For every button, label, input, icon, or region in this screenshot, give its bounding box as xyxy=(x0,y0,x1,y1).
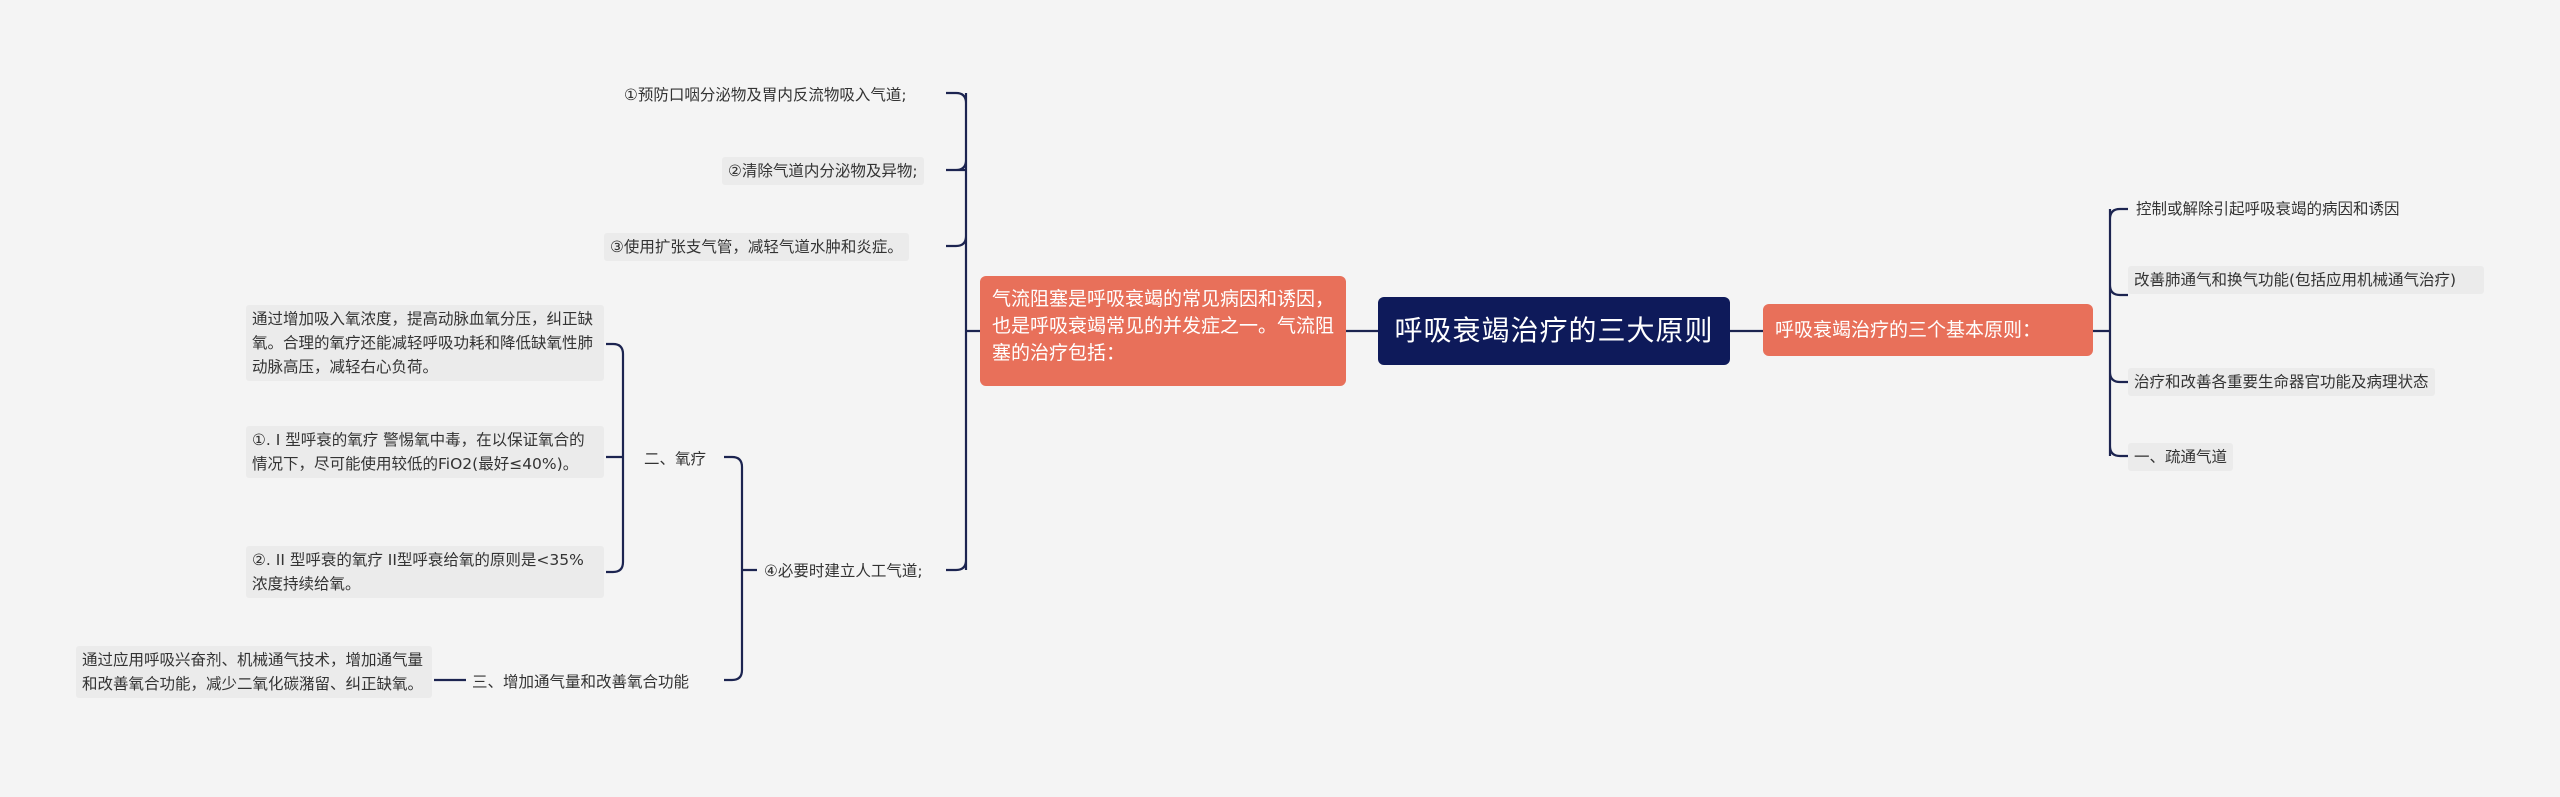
ventilation-desc[interactable]: 通过应用呼吸兴奋剂、机械通气技术，增加通气量和改善氧合功能，减少二氧化碳潴留、纠… xyxy=(76,646,432,698)
right-main-topic[interactable]: 呼吸衰竭治疗的三个基本原则： xyxy=(1763,304,2093,356)
oxygen-desc[interactable]: 通过增加吸入氧浓度，提高动脉血氧分压，纠正缺氧。合理的氧疗还能减轻呼吸功耗和降低… xyxy=(246,305,604,381)
left-item-clear-secretions[interactable]: ②清除气道内分泌物及异物; xyxy=(722,157,924,185)
left-main-topic[interactable]: 气流阻塞是呼吸衰竭的常见病因和诱因，也是呼吸衰竭常见的并发症之一。气流阻塞的治疗… xyxy=(980,276,1346,386)
link-oxygen-bracket xyxy=(606,342,625,574)
left-item-artificial-airway[interactable]: ④必要时建立人工气道; xyxy=(764,562,923,580)
ventilation-label[interactable]: 三、增加通气量和改善氧合功能 xyxy=(472,673,690,691)
left-item-prevent-aspiration[interactable]: ①预防口咽分泌物及胃内反流物吸入气道; xyxy=(624,86,907,104)
right-item-control-cause[interactable]: 控制或解除引起呼吸衰竭的病因和诱因 xyxy=(2136,200,2400,218)
link-item4-bracket xyxy=(724,455,757,682)
link-left-bracket xyxy=(946,91,980,572)
left-item-bronchodilator[interactable]: ③使用扩张支气管，减轻气道水肿和炎症。 xyxy=(604,233,909,261)
right-item-improve-ventilation[interactable]: 改善肺通气和换气功能(包括应用机械通气治疗) xyxy=(2128,266,2484,294)
oxygen-type2[interactable]: ②. II 型呼衰的氧疗 II型呼衰给氧的原则是<35% 浓度持续给氧。 xyxy=(246,546,604,598)
right-item-clear-airway[interactable]: 一、疏通气道 xyxy=(2128,443,2234,471)
right-item-organ-function[interactable]: 治疗和改善各重要生命器官功能及病理状态 xyxy=(2128,368,2435,396)
oxygen-therapy-label[interactable]: 二、氧疗 xyxy=(644,450,707,468)
root-topic[interactable]: 呼吸衰竭治疗的三大原则 xyxy=(1378,297,1730,365)
oxygen-type1[interactable]: ①. I 型呼衰的氧疗 警惕氧中毒，在以保证氧合的情况下，尽可能使用较低的FiO… xyxy=(246,426,604,478)
link-right-bracket xyxy=(2093,207,2128,458)
